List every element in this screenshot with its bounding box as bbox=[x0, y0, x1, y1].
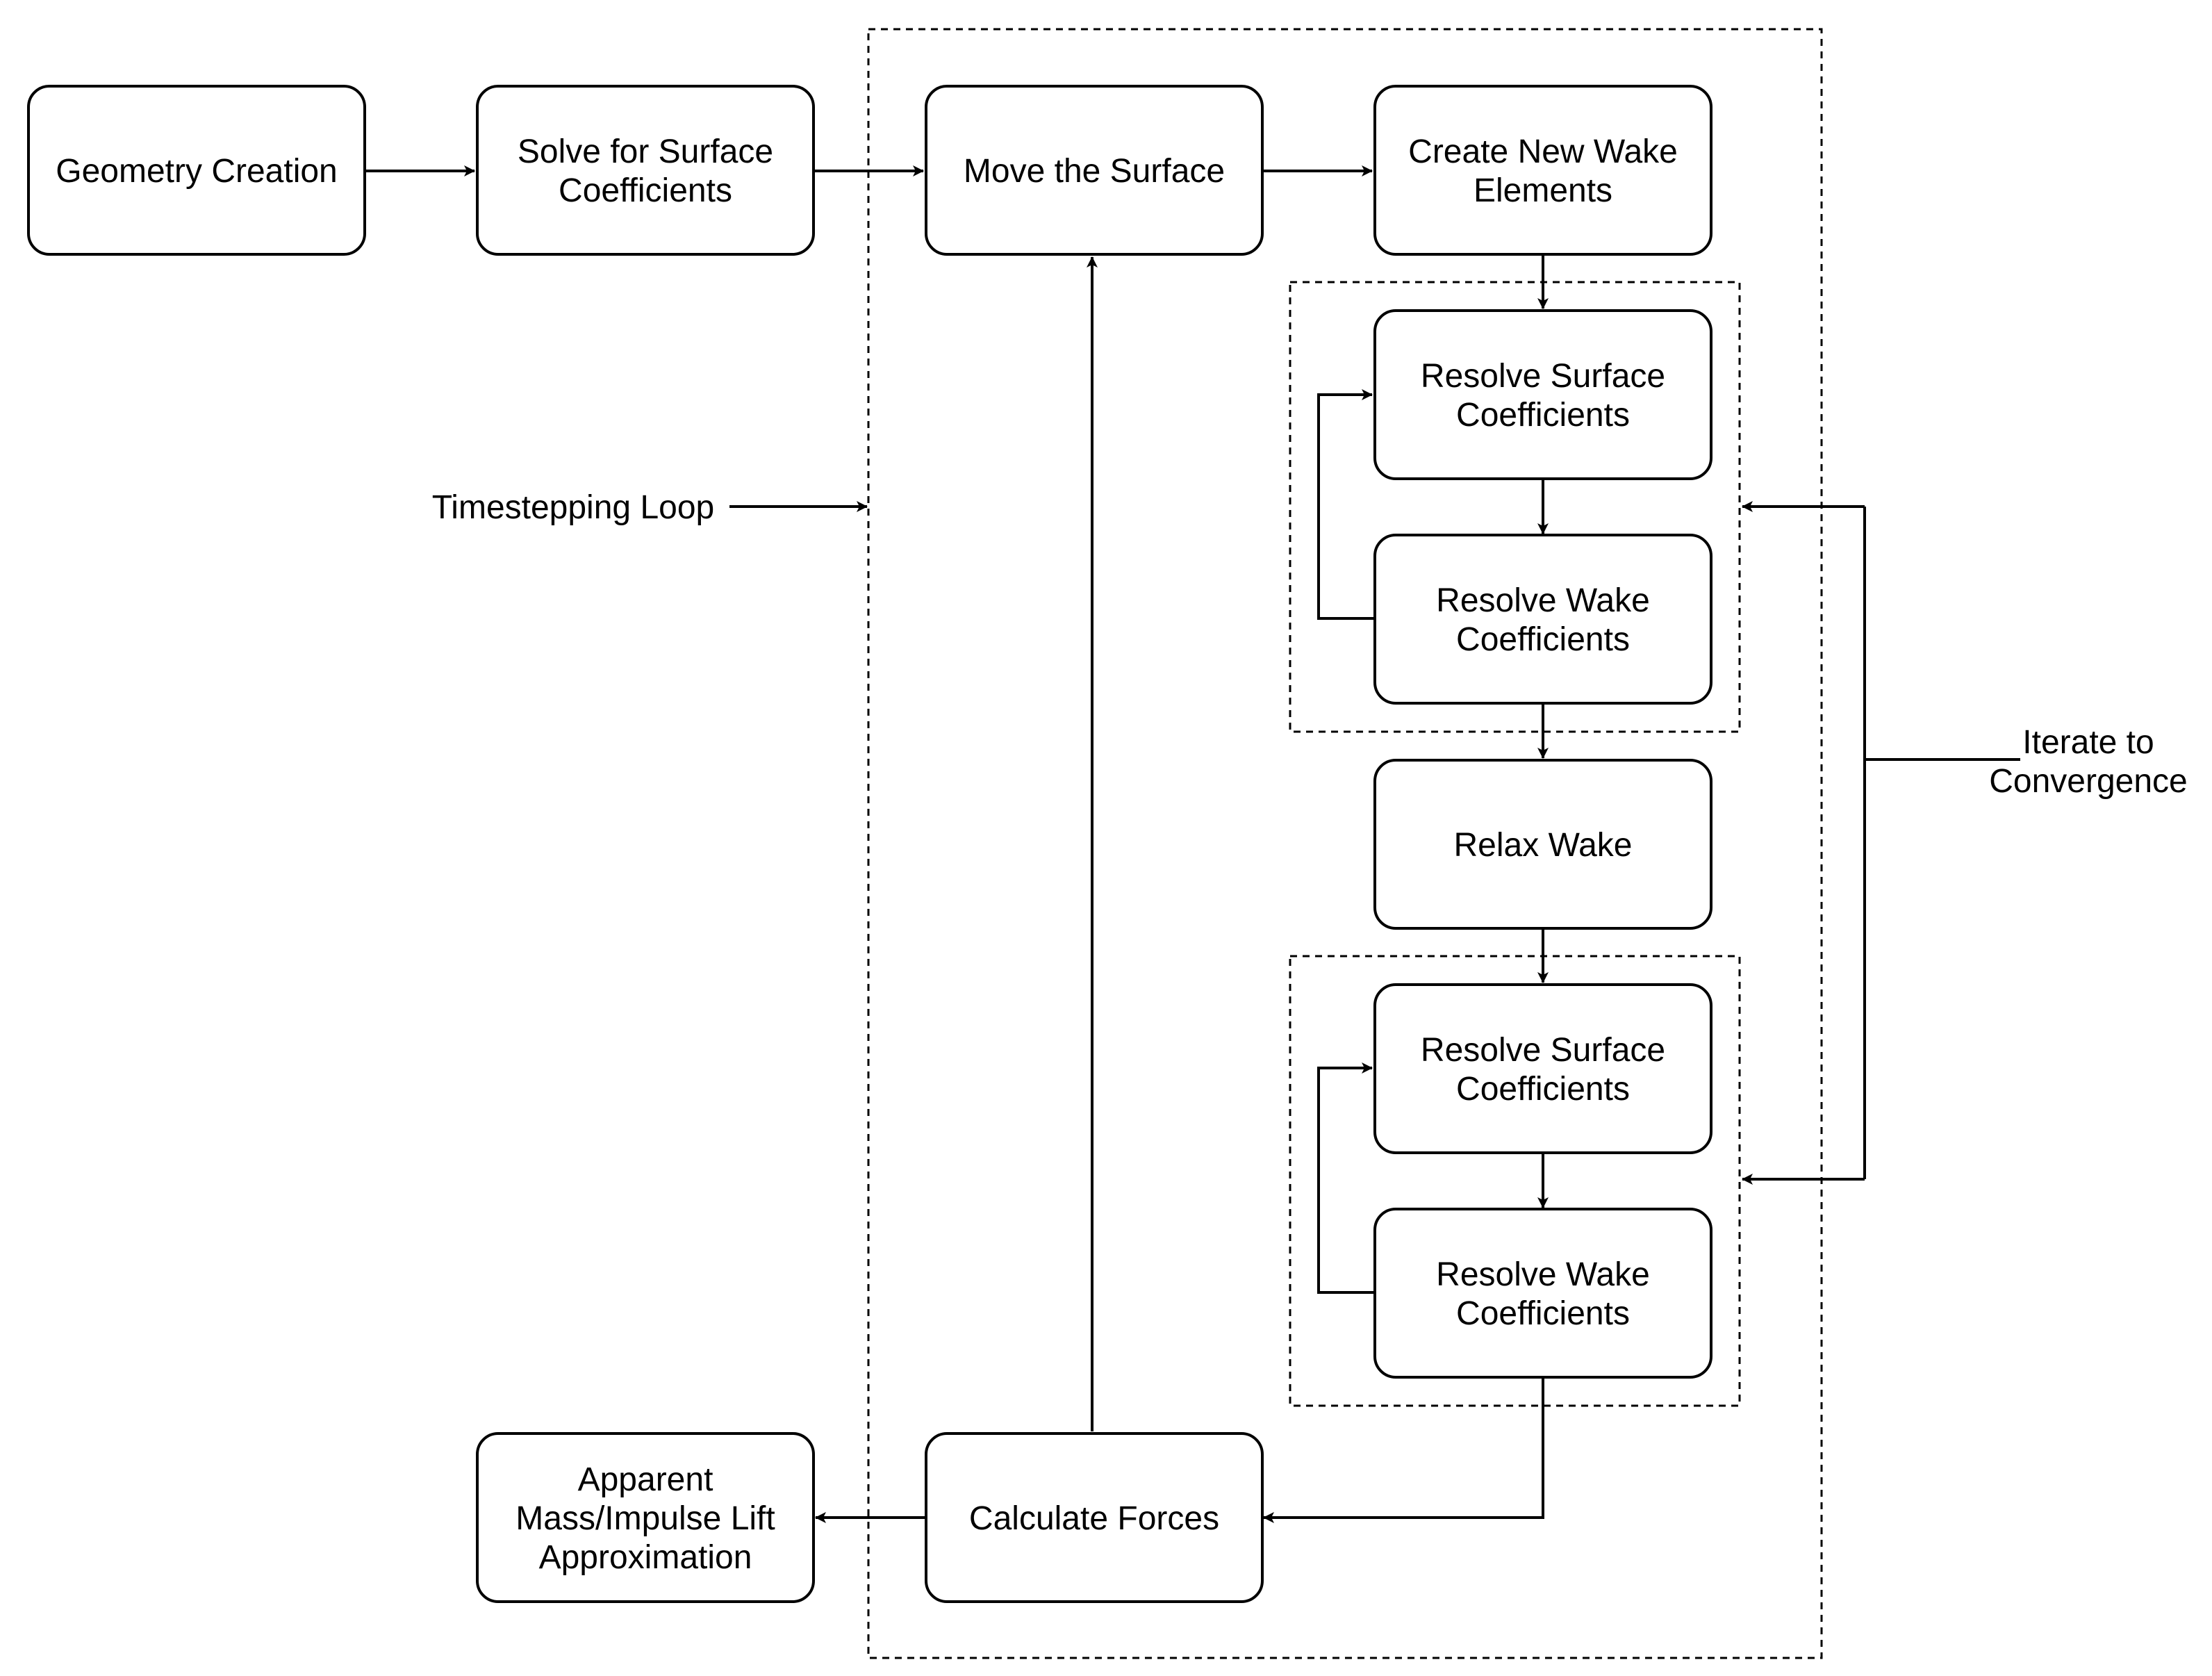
text-line: Coefficients bbox=[1456, 621, 1630, 658]
text-line: Resolve Wake bbox=[1436, 582, 1650, 619]
calculate-forces-node: Calculate Forces bbox=[925, 1432, 1264, 1603]
relax-wake-node: Relax Wake bbox=[1373, 759, 1712, 930]
edge-resolve-wake-2-to-calculate-forces bbox=[1263, 1377, 1544, 1523]
text-line: Create New Wake bbox=[1408, 133, 1678, 170]
text-line: Coefficients bbox=[1456, 397, 1630, 434]
text-line: Timestepping Loop bbox=[432, 489, 714, 526]
move-surface-node: Move the Surface bbox=[925, 85, 1264, 256]
text-line: Convergence bbox=[1989, 763, 2188, 800]
text-line: Solve for Surface bbox=[518, 133, 773, 170]
edge-resolve-wake-1-loop-back bbox=[1317, 389, 1375, 620]
text-line: Iterate to bbox=[2022, 724, 2154, 761]
text-line: Move the Surface bbox=[964, 153, 1225, 190]
move-surface-node-text: Move the Surface bbox=[964, 153, 1225, 190]
text-line: Apparent bbox=[578, 1461, 713, 1498]
text-line: Coefficients bbox=[559, 172, 732, 209]
timestepping-loop-label-text: Timestepping Loop bbox=[432, 489, 714, 526]
geometry-creation-node: Geometry Creation bbox=[27, 85, 366, 256]
text-line: Resolve Wake bbox=[1436, 1256, 1650, 1293]
relax-wake-node-text: Relax Wake bbox=[1454, 827, 1633, 864]
text-line: Relax Wake bbox=[1454, 827, 1633, 864]
edge-resolve-wake-2-loop-back bbox=[1317, 1062, 1375, 1294]
edge-iterate-bracket bbox=[1744, 505, 2020, 1181]
text-line: Calculate Forces bbox=[969, 1500, 1219, 1537]
geometry-creation-node-text: Geometry Creation bbox=[56, 153, 338, 190]
text-line: Coefficients bbox=[1456, 1071, 1630, 1108]
text-line: Coefficients bbox=[1456, 1295, 1630, 1332]
text-line: Elements bbox=[1474, 172, 1612, 209]
text-line: Mass/Impulse Lift bbox=[515, 1500, 775, 1537]
text-line: Geometry Creation bbox=[56, 153, 338, 190]
timestepping-loop-container bbox=[867, 28, 1823, 1659]
text-line: Approximation bbox=[539, 1539, 752, 1576]
text-line: Resolve Surface bbox=[1421, 1032, 1665, 1069]
calculate-forces-node-text: Calculate Forces bbox=[969, 1500, 1219, 1537]
timestepping-loop-label: Timestepping Loop bbox=[432, 489, 714, 526]
text-line: Resolve Surface bbox=[1421, 358, 1665, 395]
